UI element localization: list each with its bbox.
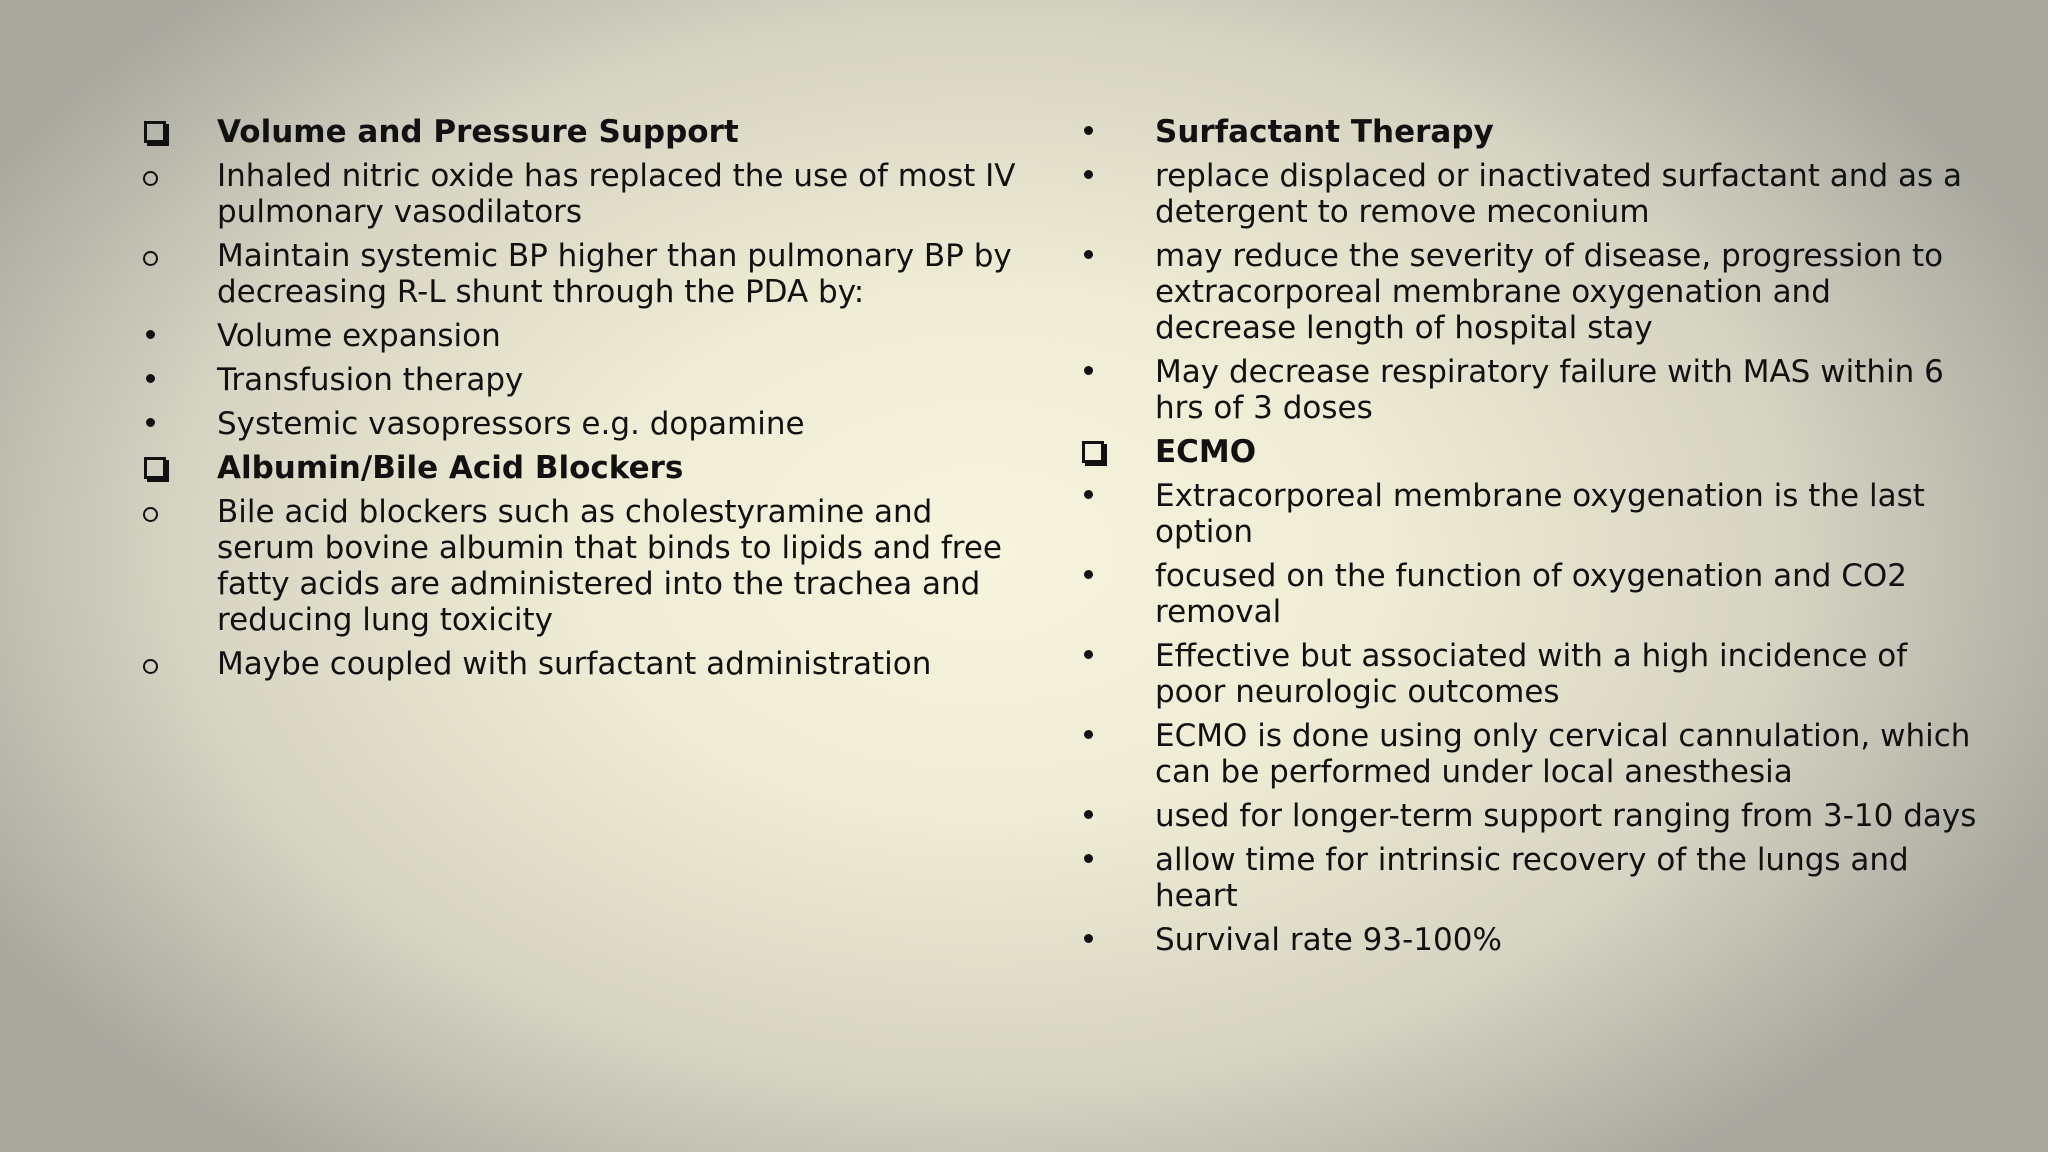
bullet-text: May decrease respiratory failure with MA… xyxy=(1155,354,1944,426)
bullet-text: replace displaced or inactivated surfact… xyxy=(1155,158,1962,230)
bullet-marker xyxy=(1078,718,1155,739)
list-item: Bile acid blockers such as cholestyramin… xyxy=(140,494,1040,638)
bullet-text: ECMO xyxy=(1155,434,1257,470)
bullet-text: allow time for intrinsic recovery of the… xyxy=(1155,842,1909,914)
list-item: may reduce the severity of disease, prog… xyxy=(1078,238,1978,346)
bullet-text: focused on the function of oxygenation a… xyxy=(1155,558,1908,630)
bullet-text: Inhaled nitric oxide has replaced the us… xyxy=(217,158,1016,230)
list-item: replace displaced or inactivated surfact… xyxy=(1078,158,1978,230)
bullet-text: Effective but associated with a high inc… xyxy=(1155,638,1908,710)
bullet-marker xyxy=(140,406,217,427)
bullet-marker xyxy=(1078,158,1155,179)
list-item: Systemic vasopressors e.g. dopamine xyxy=(140,406,1040,442)
list-item: Maintain systemic BP higher than pulmona… xyxy=(140,238,1040,310)
bullet-text: Volume and Pressure Support xyxy=(217,114,739,150)
bullet-marker xyxy=(1078,922,1155,943)
list-item: Transfusion therapy xyxy=(140,362,1040,398)
dot-bullet-icon xyxy=(1084,250,1093,259)
bullet-marker xyxy=(1078,798,1155,819)
dot-bullet-icon xyxy=(1084,366,1093,375)
bullet-text: ECMO is done using only cervical cannula… xyxy=(1155,718,1971,790)
list-heading: Volume and Pressure Support xyxy=(140,114,1040,150)
list-item: May decrease respiratory failure with MA… xyxy=(1078,354,1978,426)
bullet-marker xyxy=(1078,238,1155,259)
bullet-text: Maintain systemic BP higher than pulmona… xyxy=(217,238,1012,310)
bullet-marker xyxy=(1078,558,1155,579)
bullet-marker xyxy=(140,318,217,339)
hollow-circle-bullet-icon xyxy=(143,251,158,266)
dot-bullet-icon xyxy=(146,330,155,339)
bullet-marker xyxy=(140,646,217,674)
hollow-circle-bullet-icon xyxy=(143,507,158,522)
dot-bullet-icon xyxy=(1084,810,1093,819)
list-item: used for longer-term support ranging fro… xyxy=(1078,798,1978,834)
dot-bullet-icon xyxy=(1084,490,1093,499)
list-item: Survival rate 93-100% xyxy=(1078,922,1978,958)
bullet-marker xyxy=(140,114,217,143)
list-item: ECMO is done using only cervical cannula… xyxy=(1078,718,1978,790)
dot-bullet-icon xyxy=(1084,170,1093,179)
dot-bullet-icon xyxy=(146,418,155,427)
bullet-text: used for longer-term support ranging fro… xyxy=(1155,798,1977,834)
hollow-circle-bullet-icon xyxy=(143,171,158,186)
bullet-marker xyxy=(1078,354,1155,375)
dot-bullet-icon xyxy=(1084,650,1093,659)
dot-bullet-icon xyxy=(1084,854,1093,863)
bullet-marker xyxy=(1078,114,1155,135)
list-item: Effective but associated with a high inc… xyxy=(1078,638,1978,710)
dot-bullet-icon xyxy=(1084,570,1093,579)
list-item: allow time for intrinsic recovery of the… xyxy=(1078,842,1978,914)
list-item: Volume expansion xyxy=(140,318,1040,354)
hollow-circle-bullet-icon xyxy=(143,659,158,674)
list-heading: Albumin/Bile Acid Blockers xyxy=(140,450,1040,486)
dot-bullet-icon xyxy=(1084,730,1093,739)
bullet-text: Transfusion therapy xyxy=(217,362,524,398)
bullet-marker xyxy=(1078,638,1155,659)
list-item: focused on the function of oxygenation a… xyxy=(1078,558,1978,630)
bullet-marker xyxy=(1078,842,1155,863)
bullet-text: Bile acid blockers such as cholestyramin… xyxy=(217,494,1002,638)
bullet-marker xyxy=(140,362,217,383)
checkbox-bullet-icon xyxy=(144,457,166,479)
checkbox-bullet-icon xyxy=(1082,441,1104,463)
checkbox-bullet-icon xyxy=(144,121,166,143)
bullet-text: may reduce the severity of disease, prog… xyxy=(1155,238,1944,346)
list-item: Maybe coupled with surfactant administra… xyxy=(140,646,1040,682)
bullet-marker xyxy=(140,158,217,186)
bullet-text: Surfactant Therapy xyxy=(1155,114,1494,150)
list-heading: ECMO xyxy=(1078,434,1978,470)
dot-bullet-icon xyxy=(1084,934,1093,943)
list-item: Inhaled nitric oxide has replaced the us… xyxy=(140,158,1040,230)
bullet-text: Volume expansion xyxy=(217,318,501,354)
bullet-text: Albumin/Bile Acid Blockers xyxy=(217,450,684,486)
right-column: Surfactant Therapy replace displaced or i… xyxy=(1078,114,1978,966)
list-heading: Surfactant Therapy xyxy=(1078,114,1978,150)
bullet-text: Maybe coupled with surfactant administra… xyxy=(217,646,932,682)
dot-bullet-icon xyxy=(146,374,155,383)
bullet-marker xyxy=(140,238,217,266)
bullet-marker xyxy=(1078,434,1155,463)
bullet-marker xyxy=(140,450,217,479)
bullet-marker xyxy=(1078,478,1155,499)
list-item: Extracorporeal membrane oxygenation is t… xyxy=(1078,478,1978,550)
bullet-marker xyxy=(140,494,217,522)
bullet-text: Survival rate 93-100% xyxy=(1155,922,1502,958)
bullet-text: Extracorporeal membrane oxygenation is t… xyxy=(1155,478,1925,550)
bullet-text: Systemic vasopressors e.g. dopamine xyxy=(217,406,805,442)
dot-bullet-icon xyxy=(1084,126,1093,135)
